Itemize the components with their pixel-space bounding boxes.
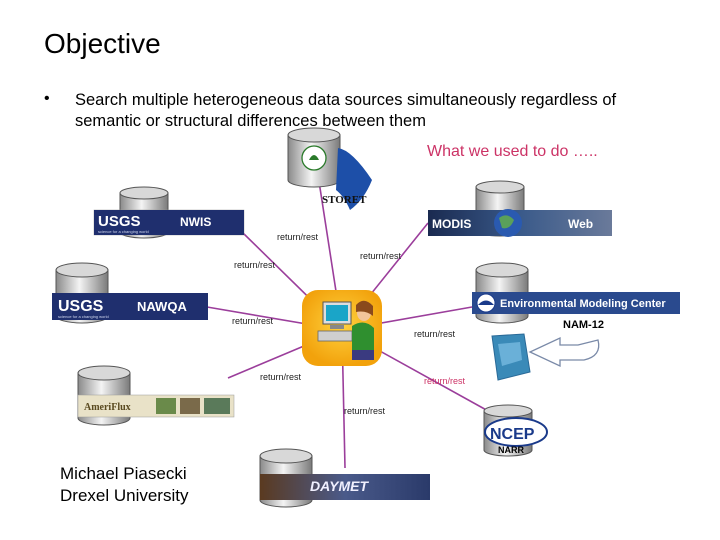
edge-label-nawqa: return/rest	[232, 316, 274, 326]
user-body	[352, 322, 374, 350]
nam12-label: NAM-12	[563, 319, 604, 331]
edge-label-emc: return/rest	[414, 329, 456, 339]
bullet-marker: •	[44, 90, 50, 107]
daymet-database: DAYMET	[259, 448, 430, 508]
author-name: Michael Piasecki	[60, 464, 187, 483]
ameriflux-logo: AmeriFlux	[84, 402, 131, 413]
ameriflux-database: AmeriFlux	[77, 365, 235, 426]
edge-label-ameriflux: return/rest	[260, 372, 302, 382]
ncep-database: NCEP NARR	[483, 404, 548, 457]
emc-database: Environmental Modeling Center NAM-12	[472, 262, 680, 331]
edge-label-modis: return/rest	[360, 251, 402, 261]
edge-label-ncep: return/rest	[424, 376, 466, 386]
nawqa-usgs-logo: USGS	[58, 298, 104, 315]
ameriflux-photo-3	[204, 398, 230, 414]
emc-banner: Environmental Modeling Center	[500, 298, 666, 310]
nawqa-usgs-tagline: science for a changing world	[58, 314, 109, 319]
water-drop-icon	[336, 148, 372, 210]
storet-database: STORET	[287, 127, 372, 210]
edge-label-nwis: return/rest	[234, 260, 276, 270]
nwis-usgs-logo: USGS	[98, 213, 141, 230]
modis-database: MODIS Web	[428, 180, 612, 237]
tagline: What we used to do …..	[427, 143, 598, 160]
slide-title: Objective	[44, 28, 161, 59]
storet-logo: STORET	[322, 194, 367, 206]
modis-logo: MODIS	[432, 217, 471, 231]
ncep-logo: NCEP	[490, 426, 535, 443]
modis-web-label: Web	[568, 217, 593, 231]
nam12-map	[491, 333, 531, 381]
author-affiliation: Drexel University	[60, 486, 189, 505]
nwis-label: NWIS	[180, 215, 211, 229]
edge-label-daymet: return/rest	[344, 406, 386, 416]
daymet-logo: DAYMET	[310, 478, 370, 494]
nwis-usgs-tagline: science for a changing world	[98, 229, 149, 234]
ameriflux-photo-2	[180, 398, 200, 414]
ameriflux-photo-1	[156, 398, 176, 414]
nam12-arrow-icon	[528, 336, 600, 368]
central-user-hub	[302, 290, 382, 366]
bullet-text: Search multiple heterogeneous data sourc…	[75, 91, 617, 130]
nwis-database: USGS science for a changing world NWIS	[93, 186, 245, 239]
narr-label: NARR	[498, 445, 524, 455]
author-block: Michael Piasecki Drexel University	[60, 463, 188, 507]
nawqa-label: NAWQA	[137, 299, 187, 314]
nawqa-database: USGS science for a changing world NAWQA	[52, 262, 208, 324]
edge-label-storet: return/rest	[277, 232, 319, 242]
